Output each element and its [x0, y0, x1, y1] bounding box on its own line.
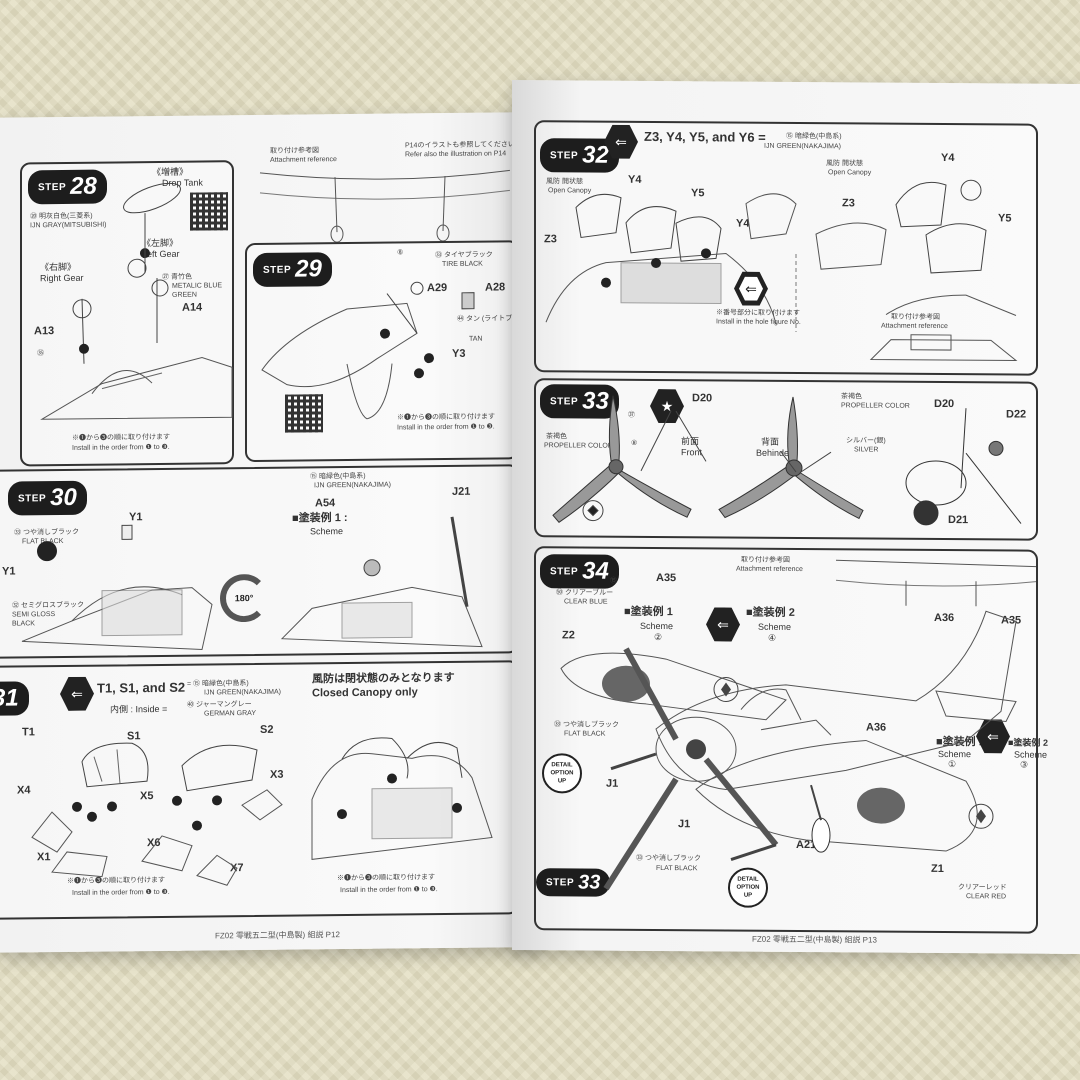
step-28-order-en: Install in the order from ❶ to ❸. [72, 443, 170, 452]
canopy-note-ja: 風防は閉状態のみとなります [312, 671, 455, 686]
step-34-attach-drawing [836, 550, 1036, 621]
color-40-en: GERMAN GRAY [204, 709, 256, 718]
step-34-attach-en: Attachment reference [736, 565, 803, 574]
inside-label: 内側 : Inside = [110, 703, 168, 715]
step-31-parts-title: T1, S1, and S2 [97, 679, 186, 696]
left-page: 取り付け参考図 Attachment reference P14のイラストも参照… [0, 112, 540, 953]
step-29-panel: STEP 29 ⑧ ㉝ タイヤブラック TIRE BLACK A29 A28 ㊹… [245, 240, 536, 463]
part-a35: A35 [656, 572, 677, 585]
step-30-label: STEP [18, 492, 47, 504]
step-34-color-15: ⑮ [610, 577, 617, 585]
step-30-panel: STEP 30 ⑮ 暗緑色(中島系) IJN GREEN(NAKAJIMA) J… [0, 464, 519, 659]
canopy-note-en: Closed Canopy only [312, 686, 418, 700]
qr-code-step29 [285, 394, 323, 433]
color-33-ja: ㉝ タイヤブラック [435, 251, 493, 260]
refer-note-en: Refer also the illustration on P14 [405, 150, 507, 159]
step-32-attach-ja: 取り付け参考図 [891, 313, 940, 321]
step-30-drawing [12, 506, 502, 651]
step-32-drawing [546, 152, 1026, 335]
step-32-parts-title: Z3, Y4, Y5, and Y6 = [644, 128, 766, 145]
step-31-number: 31 [0, 684, 19, 712]
attachment-reference-drawing-32 [871, 330, 1021, 369]
step-28-drawing [42, 182, 232, 424]
airplane-drawing [546, 588, 1036, 921]
step-28-panel: STEP 28 《増槽》 Drop Tank ⑳ 明灰白色(三菱系) IJN G… [20, 160, 234, 467]
step-31-order-b-en: Install in the order from ❶ to ❸. [340, 886, 438, 895]
step-34-badge: STEP 34 [540, 554, 619, 589]
color-15-en: IJN GREEN(NAKAJIMA) [314, 481, 392, 490]
right-page: STEP 32 ⇐ Z3, Y4, Y5, and Y6 = ⑮ 暗緑色(中島系… [512, 80, 1080, 954]
step-30-number: 30 [50, 483, 77, 512]
step-28-order-ja: ※❶から❸の順に取り付けます [72, 433, 170, 442]
step-32-color-15-ja: ⑮ 暗緑色(中島系) [786, 132, 842, 141]
step-31-order-a-en: Install in the order from ❶ to ❸. [72, 888, 170, 897]
right-page-footer: FZ02 零戦五二型(中島製) 組説 P13 [752, 934, 877, 945]
step-32-install-en: Install in the hole figure No. [716, 318, 801, 327]
drop-tank-ja: 《増槽》 [152, 166, 189, 178]
step-31-drawing [12, 717, 502, 872]
step-33-panel: STEP 33 ★ D20 茶褐色 PROPELLER COLOR ㊲ ⑧ 前面… [534, 378, 1038, 541]
step-31-order-a-ja: ※❶から❸の順に取り付けます [67, 876, 165, 885]
color-33-en: TIRE BLACK [442, 260, 483, 269]
step-34-number: 34 [582, 557, 609, 585]
step-29-order-en: Install in the order from ❶ to ❸. [397, 423, 495, 432]
part-j21: J21 [452, 485, 471, 498]
step-32-panel: STEP 32 ⇐ Z3, Y4, Y5, and Y6 = ⑮ 暗緑色(中島系… [534, 120, 1038, 376]
step-31-scheme-hex: ⇐ [60, 677, 94, 711]
step-34-label: STEP [550, 565, 579, 577]
step-34-panel: STEP 34 取り付け参考図 Attachment reference A36… [534, 546, 1048, 934]
left-page-footer: FZ02 零戦五二型(中島製) 組説 P12 [215, 930, 340, 941]
step-31-color-15-en: IJN GREEN(NAKAJIMA) [204, 688, 282, 697]
step-34-attach-ja: 取り付け参考図 [741, 556, 790, 564]
step-33-drawing [541, 390, 1031, 533]
step-29-drawing [257, 272, 507, 415]
attachment-reference-drawing [255, 160, 515, 243]
step-32-color-15-en: IJN GREEN(NAKAJIMA) [764, 142, 842, 151]
step-29-order-ja: ※❶から❸の順に取り付けます [397, 413, 495, 422]
step-31-panel: 31 ⇐ T1, S1, and S2 = ⑮ 暗緑色(中島系) IJN GRE… [0, 660, 519, 920]
color-8-code: ⑧ [397, 249, 404, 257]
step-31-order-b-ja: ※❶から❸の順に取り付けます [337, 874, 435, 883]
step-31-badge: 31 [0, 681, 29, 716]
